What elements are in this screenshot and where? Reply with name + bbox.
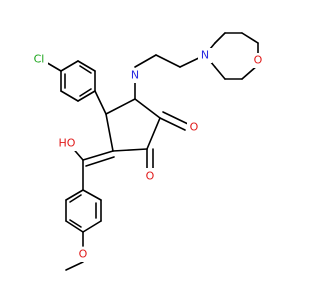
label-bg	[30, 52, 48, 67]
bond-carbonyl	[162, 111, 189, 125]
bond	[60, 60, 79, 72]
label-bg	[251, 53, 265, 68]
bond	[77, 90, 96, 102]
bond	[241, 32, 259, 44]
ring-nitrogen-label: N	[131, 69, 139, 82]
atom-labels: Cl HO O O N N O O	[30, 48, 265, 262]
ketone-oxygen-lower-label: O	[146, 170, 155, 183]
bond	[105, 98, 136, 115]
bond-carbonyl	[159, 117, 186, 131]
label-bg	[187, 120, 201, 135]
methoxyphenyl-ring	[65, 189, 102, 271]
bond-double-inner	[79, 88, 92, 97]
ketone-oxygen-upper-label: O	[190, 121, 199, 134]
bond	[65, 189, 84, 201]
bond-double-inner	[69, 194, 82, 203]
morpholine-ring	[204, 32, 259, 80]
bond	[77, 60, 96, 72]
bond	[214, 32, 226, 44]
chlorine-label: Cl	[34, 53, 45, 66]
morpholine-nitrogen-label: N	[201, 49, 209, 62]
propyl-chain	[134, 54, 206, 100]
methoxy-oxygen-label: O	[79, 248, 88, 261]
bond	[82, 220, 102, 233]
structure-diagram: Cl HO O O N N O O	[30, 32, 265, 271]
bond	[155, 54, 181, 68]
label-bg	[143, 168, 157, 183]
bond-methyl	[65, 261, 84, 271]
bond	[214, 66, 226, 80]
bond	[105, 113, 114, 152]
pyrrolinone-ring	[105, 98, 189, 171]
bond	[134, 98, 161, 119]
bond	[94, 90, 107, 115]
bond	[112, 148, 148, 152]
bond	[65, 220, 84, 233]
morpholine-oxygen-label: O	[254, 54, 263, 67]
bond	[134, 54, 157, 68]
bond-exocyclic-double	[82, 150, 114, 161]
bond	[146, 117, 161, 150]
chlorophenyl-ring	[43, 60, 96, 102]
hydroxy-label: HO	[59, 137, 76, 150]
bond-double-inner	[79, 65, 92, 74]
molecule-canvas: Cl HO O O N N O O	[30, 32, 265, 271]
bond	[82, 189, 102, 201]
label-bg	[56, 136, 78, 151]
bond	[60, 90, 79, 102]
bond-exocyclic-double	[85, 156, 115, 167]
bond-double-inner	[69, 219, 82, 228]
label-bg	[198, 48, 212, 63]
label-bg	[128, 68, 142, 83]
label-bg	[76, 247, 90, 262]
